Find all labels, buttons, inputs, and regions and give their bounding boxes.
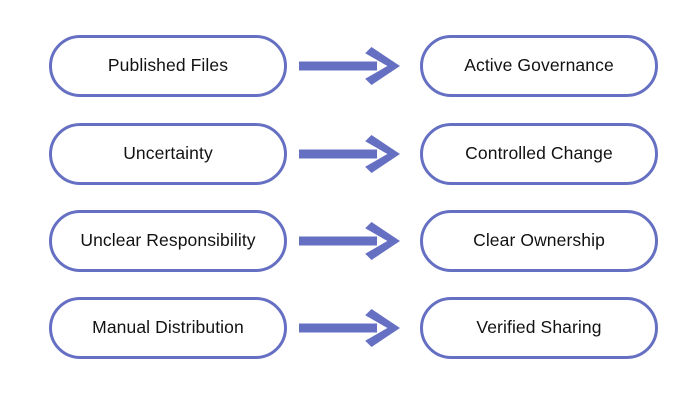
source-pill-label: Manual Distribution bbox=[92, 317, 244, 338]
source-pill-published-files[interactable]: Published Files bbox=[49, 35, 287, 97]
target-pill-controlled-change[interactable]: Controlled Change bbox=[420, 123, 658, 185]
arrow-right-icon bbox=[299, 222, 400, 260]
target-pill-label: Clear Ownership bbox=[473, 230, 605, 251]
target-pill-clear-ownership[interactable]: Clear Ownership bbox=[420, 210, 658, 272]
source-pill-unclear-responsibility[interactable]: Unclear Responsibility bbox=[49, 210, 287, 272]
target-pill-verified-sharing[interactable]: Verified Sharing bbox=[420, 297, 658, 359]
flow-row: Published Files Active Governance bbox=[0, 35, 700, 97]
source-pill-manual-distribution[interactable]: Manual Distribution bbox=[49, 297, 287, 359]
target-pill-active-governance[interactable]: Active Governance bbox=[420, 35, 658, 97]
target-pill-label: Active Governance bbox=[464, 55, 614, 76]
target-pill-label: Verified Sharing bbox=[476, 317, 602, 338]
target-pill-label: Controlled Change bbox=[465, 143, 613, 164]
source-pill-label: Unclear Responsibility bbox=[80, 230, 256, 251]
source-pill-label: Published Files bbox=[107, 55, 229, 76]
source-pill-label: Uncertainty bbox=[123, 143, 213, 164]
source-pill-uncertainty[interactable]: Uncertainty bbox=[49, 123, 287, 185]
flow-row: Uncertainty Controlled Change bbox=[0, 123, 700, 185]
arrow-right-icon bbox=[299, 47, 400, 85]
flow-row: Unclear Responsibility Clear Ownership bbox=[0, 210, 700, 272]
flow-row: Manual Distribution Verified Sharing bbox=[0, 297, 700, 359]
arrow-right-icon bbox=[299, 135, 400, 173]
arrow-right-icon bbox=[299, 309, 400, 347]
